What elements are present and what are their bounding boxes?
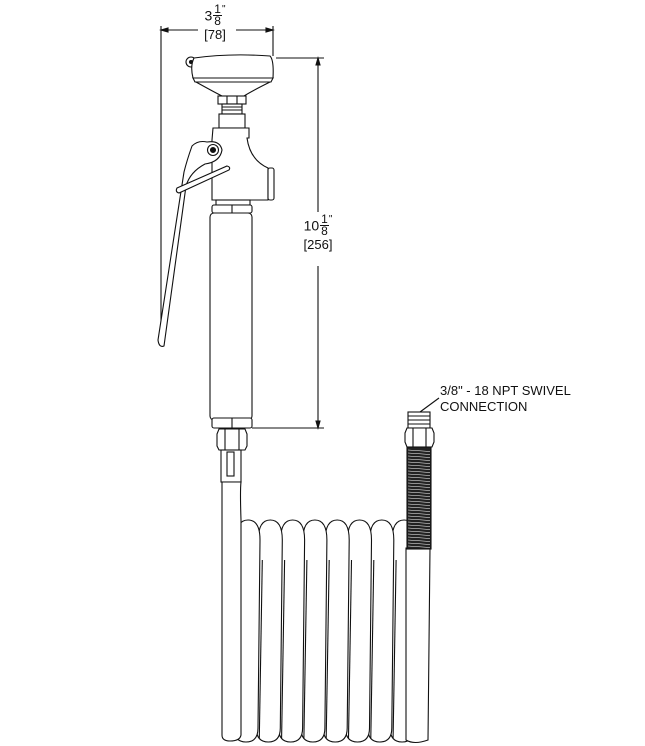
thread-line [407, 461, 431, 464]
width-numerator: 1 [213, 2, 222, 16]
thread-line [407, 476, 431, 479]
thread-line [407, 530, 431, 533]
thread-line [407, 467, 431, 470]
thread-line [407, 482, 431, 485]
lever-handle [157, 140, 231, 347]
hose-left-leg [221, 481, 242, 742]
coil-loop-inner-line [347, 559, 353, 739]
spray-head [185, 54, 274, 115]
coil-loop-inner-line [303, 559, 308, 739]
coil-loop-inner-line [392, 559, 397, 739]
thread-line [407, 470, 431, 473]
thread-line [407, 521, 431, 524]
coil-loop [367, 519, 395, 743]
thread-line [407, 536, 431, 539]
width-whole: 3 [204, 7, 213, 24]
coil-loop-inner-line [370, 559, 375, 739]
thread-line [407, 488, 431, 491]
thread-line [407, 485, 431, 488]
coil-loop [344, 519, 373, 743]
handle-tube [209, 212, 253, 483]
thread-line [407, 533, 431, 536]
thread-line [407, 473, 431, 476]
thread-line [407, 494, 431, 497]
thread-line [407, 515, 431, 518]
thread-line [407, 518, 431, 521]
height-whole: 10 [303, 217, 320, 234]
height-metric: [256] [303, 237, 333, 252]
thread-line [407, 527, 431, 530]
thread-line [407, 539, 431, 542]
thread-line [407, 479, 431, 482]
thread-line [407, 449, 431, 452]
coil-loop [255, 519, 283, 743]
valve-body [211, 113, 275, 214]
height-denominator: 8 [321, 224, 328, 238]
callout-line-2: CONNECTION [440, 399, 528, 414]
coil-loop-inner-line [325, 559, 330, 739]
thread-line [407, 464, 431, 467]
height-numerator: 1 [320, 212, 329, 226]
coil-loop [300, 519, 328, 743]
coil-loop [278, 519, 306, 743]
thread-line [407, 500, 431, 503]
thread-line [407, 506, 431, 509]
thread-line [407, 512, 431, 515]
width-unit: " [221, 4, 226, 15]
coiled-hose [233, 519, 417, 743]
thread-line [407, 455, 431, 458]
callout-line-1: 3/8" - 18 NPT SWIVEL [440, 383, 571, 398]
swivel-connection [404, 411, 435, 744]
width-denominator: 8 [214, 14, 221, 28]
coil-loop-inner-line [258, 559, 263, 739]
callout-leader [419, 397, 440, 413]
thread-line [407, 545, 431, 548]
thread-line [407, 497, 431, 500]
width-dimension-lines [158, 26, 276, 340]
thread-line [407, 524, 431, 527]
thread-line [407, 542, 431, 545]
thread-line [407, 458, 431, 461]
coil-loop [322, 519, 350, 743]
thread-line [407, 491, 431, 494]
swivel-callout: 3/8" - 18 NPT SWIVEL CONNECTION [440, 383, 571, 415]
height-unit: " [328, 214, 333, 225]
thread-line [407, 503, 431, 506]
thread-line [407, 452, 431, 455]
width-metric: [78] [204, 27, 226, 42]
coil-loop-inner-line [281, 559, 286, 739]
height-dimension-lines [252, 55, 324, 431]
thread-line [407, 509, 431, 512]
